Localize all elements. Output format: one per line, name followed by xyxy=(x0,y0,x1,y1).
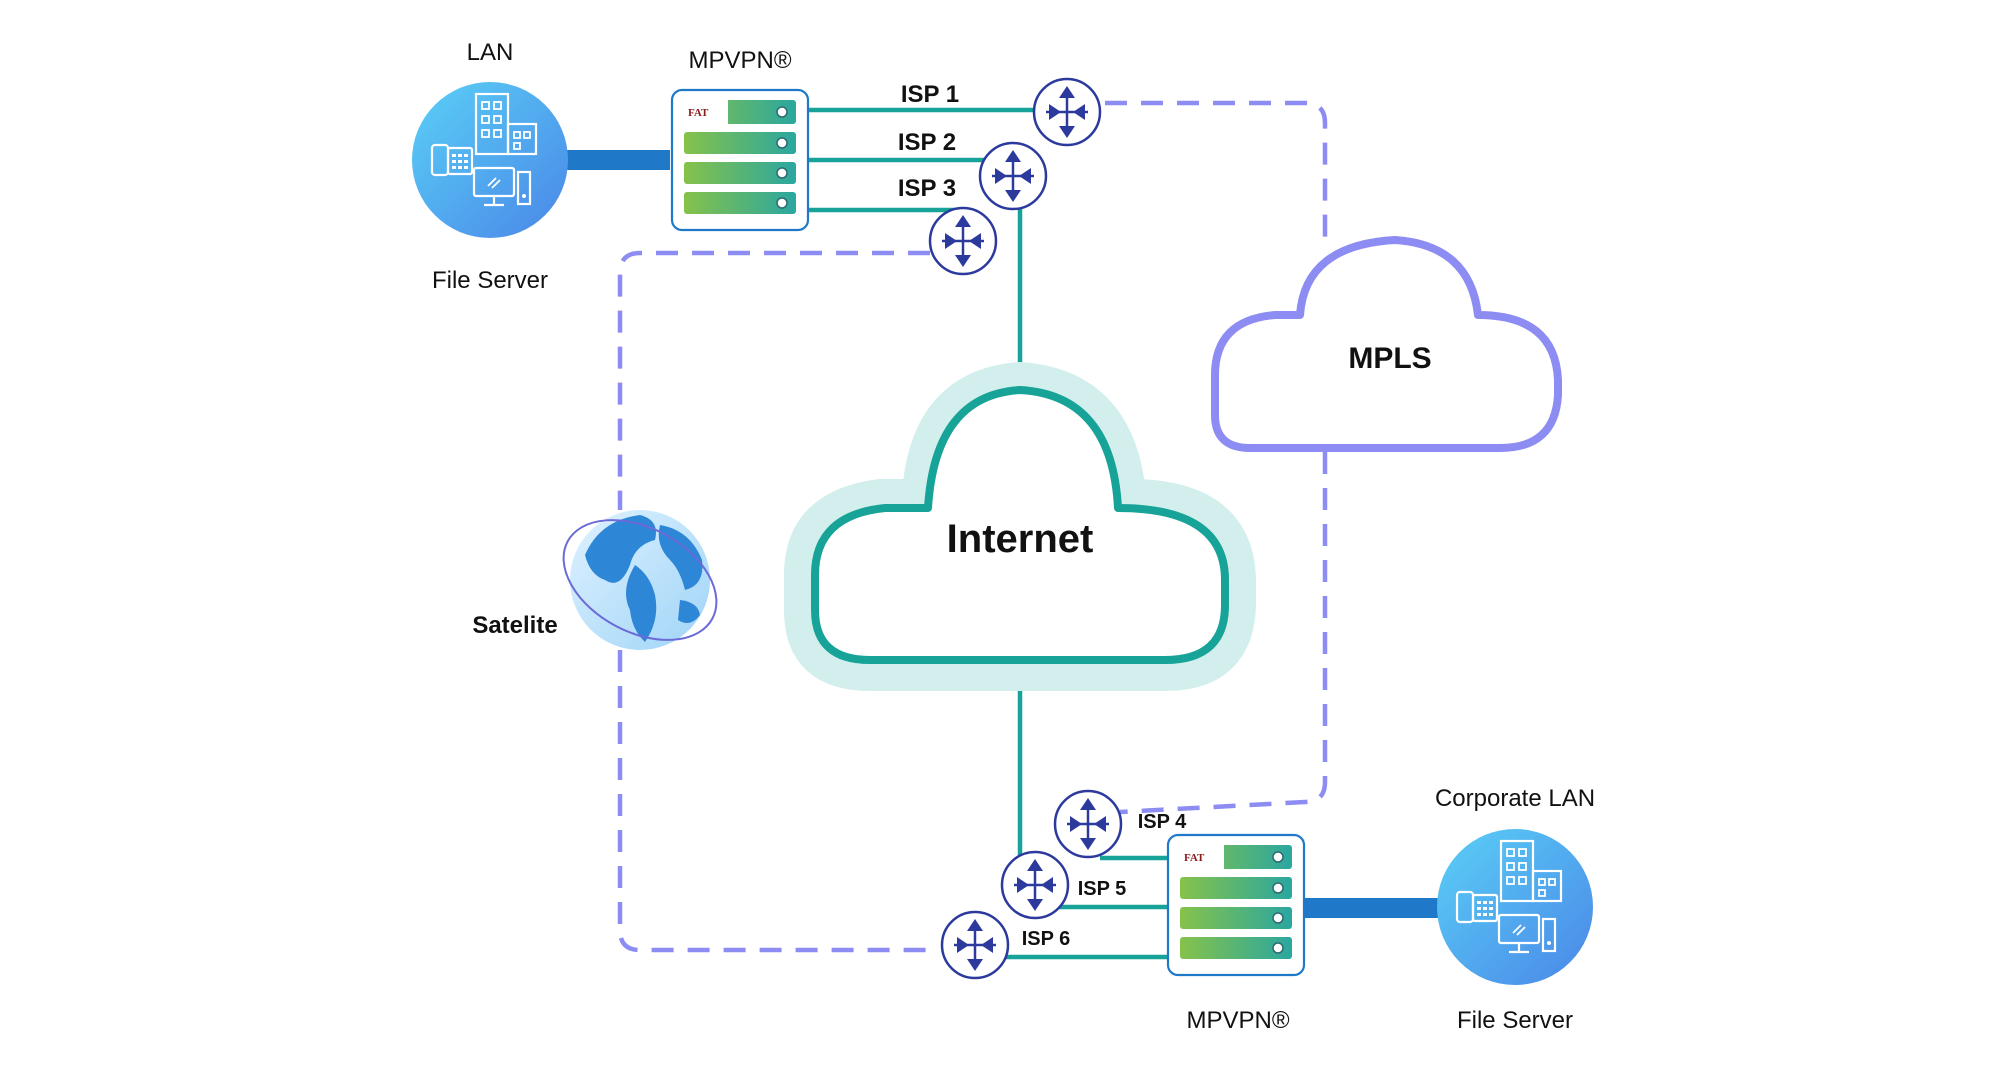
corporate-lan-label: Corporate LAN xyxy=(1435,785,1595,812)
server-rack-icon: FAT xyxy=(1166,833,1306,977)
rack-logo-bottom: FAT xyxy=(1184,852,1205,864)
lan-top-label: LAN xyxy=(467,39,514,66)
lan-circle-icon xyxy=(1435,827,1595,987)
server-rack-icon: FAT xyxy=(670,88,810,232)
isp2-label: ISP 2 xyxy=(898,129,956,156)
router-icon xyxy=(1032,77,1102,147)
isp-links-top xyxy=(805,107,1035,385)
dashed-links xyxy=(617,100,1328,953)
isp5-label: ISP 5 xyxy=(1078,878,1127,900)
mpvpn-bottom-label: MPVPN® xyxy=(1186,1007,1289,1034)
router-icon xyxy=(1000,850,1070,920)
router-icon xyxy=(978,141,1048,211)
router-icon xyxy=(928,206,998,276)
globe-icon xyxy=(562,510,718,650)
isp4-label: ISP 4 xyxy=(1138,811,1187,833)
internet-cloud-icon xyxy=(784,362,1256,691)
mpvpn-top-label: MPVPN® xyxy=(688,47,791,74)
router-icon xyxy=(1053,789,1123,859)
rack-logo-top: FAT xyxy=(688,107,709,119)
mpls-cloud-icon xyxy=(1211,236,1562,452)
isp1-label: ISP 1 xyxy=(901,81,959,108)
isp3-label: ISP 3 xyxy=(898,175,956,202)
isp-links-bottom xyxy=(985,855,1170,960)
lan-link-top xyxy=(560,150,670,170)
internet-label: Internet xyxy=(947,517,1094,561)
lan-link-bottom xyxy=(1302,898,1442,918)
router-icon xyxy=(940,910,1010,980)
file-server-bottom-label: File Server xyxy=(1457,1007,1573,1034)
file-server-top-label: File Server xyxy=(432,267,548,294)
lan-circle-icon xyxy=(410,80,570,240)
satellite-label: Satelite xyxy=(472,612,557,639)
mpls-label: MPLS xyxy=(1348,342,1431,375)
isp6-label: ISP 6 xyxy=(1022,928,1071,950)
